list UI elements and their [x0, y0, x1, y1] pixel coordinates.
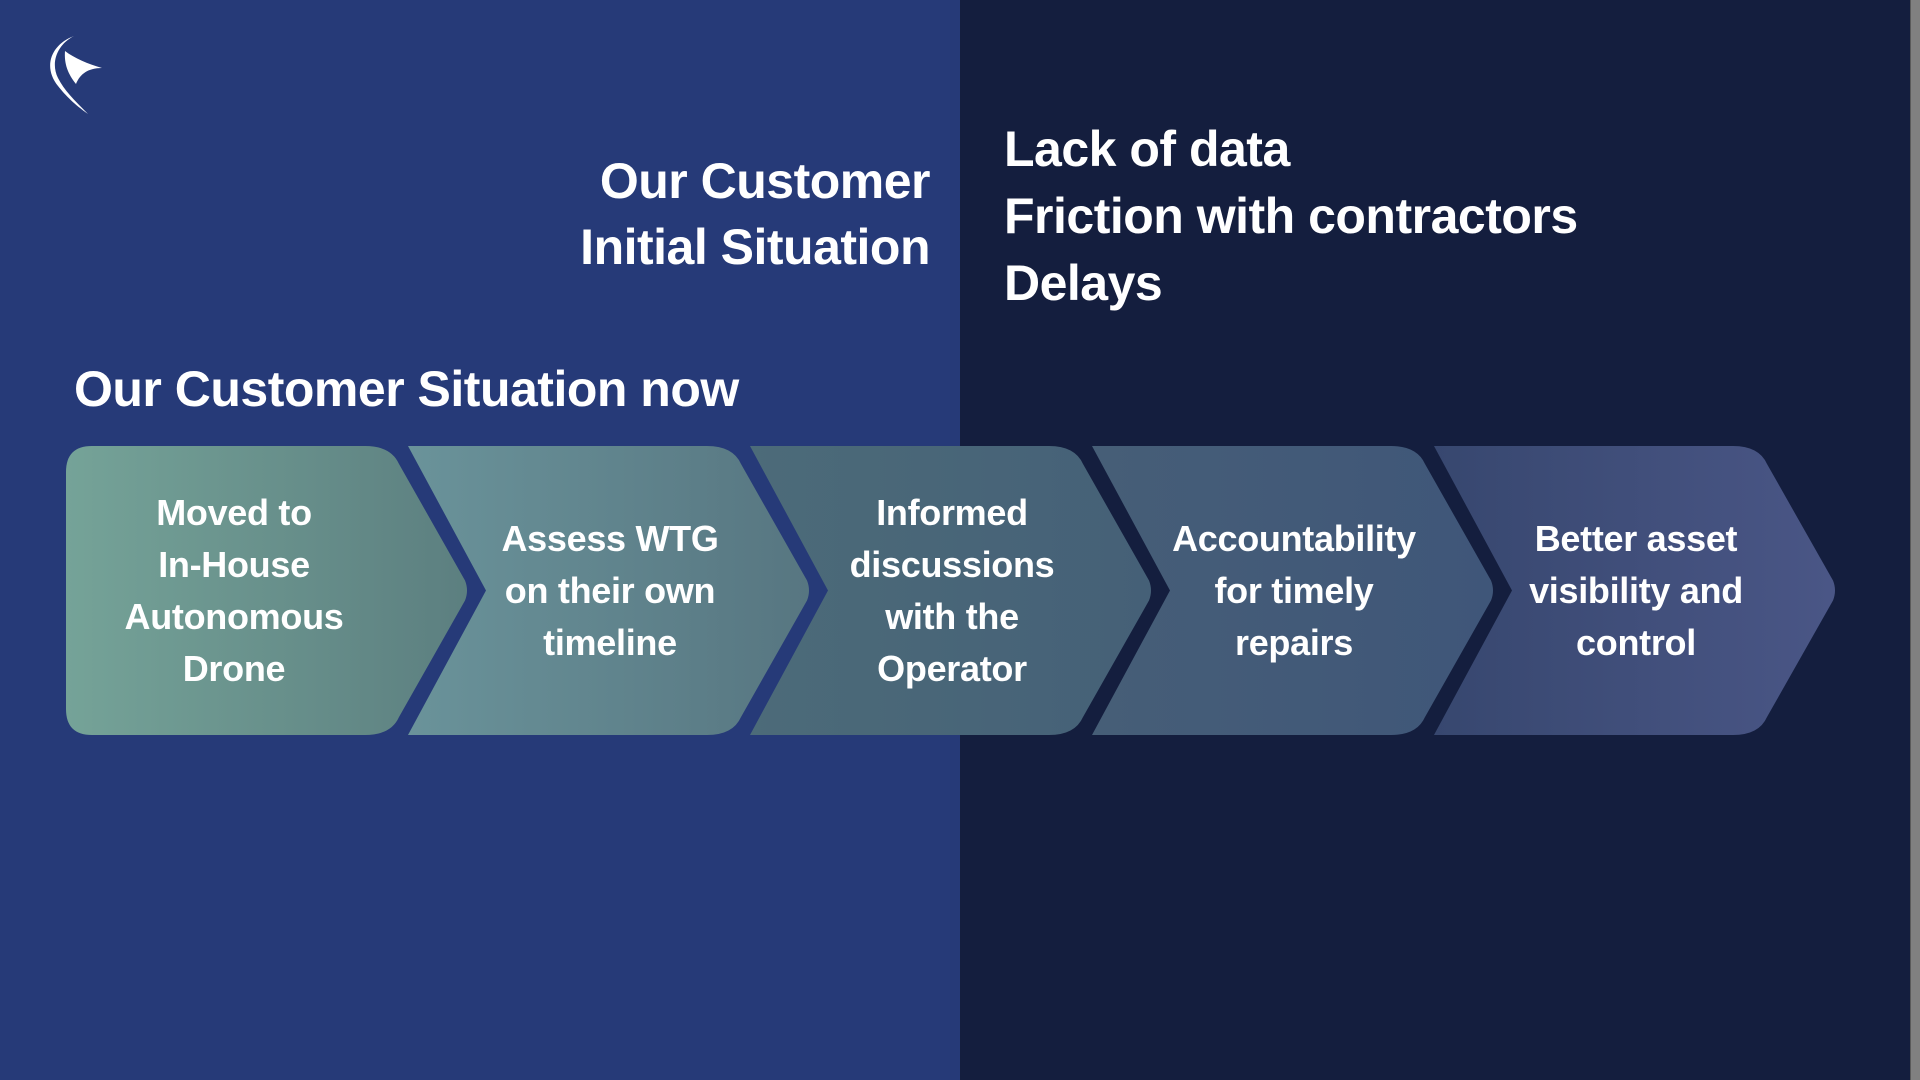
- initial-situation-title-line: Our Customer: [599, 153, 931, 209]
- problem-item: Lack of data: [1004, 121, 1290, 177]
- process-step-label-block: Accountability for timely repairs: [1172, 513, 1416, 669]
- problem-item: Delays: [1004, 255, 1163, 311]
- process-step-label-line: Better asset: [1534, 517, 1738, 559]
- process-step-label-line: Autonomous: [124, 595, 344, 637]
- process-step-label: Accountability for timely repairs: [1134, 446, 1454, 735]
- process-step-chevron: [1434, 446, 1835, 735]
- process-step-chevron: [66, 446, 467, 735]
- process-step-label-line: Assess WTG: [501, 517, 719, 559]
- process-step-label-line: visibility and: [1529, 569, 1743, 611]
- process-step-label-line: Informed: [876, 491, 1028, 533]
- process-step-label: Better asset visibility and control: [1476, 446, 1796, 735]
- process-step-label-line: on their own: [504, 569, 716, 611]
- process-step-label-line: In-House: [158, 543, 310, 585]
- process-step-label-line: Operator: [877, 647, 1027, 689]
- situation-now-title: Our Customer Situation now: [74, 361, 739, 417]
- initial-situation-title-line: Initial Situation: [580, 219, 930, 275]
- process-step-label-line: Moved to: [156, 491, 312, 533]
- process-step-label-line: timeline: [543, 621, 677, 663]
- process-step-label-line: discussions: [849, 543, 1055, 585]
- process-step-chevron: [750, 446, 1151, 735]
- initial-problems-list: Lack of data Friction with contractors D…: [1004, 116, 1578, 317]
- process-step-label: Assess WTG on their own timeline: [450, 446, 770, 735]
- process-step-label-line: repairs: [1235, 621, 1353, 663]
- process-step-chevron: [408, 446, 809, 735]
- process-step-label-block: Better asset visibility and control: [1529, 513, 1743, 669]
- process-step-label-line: for timely: [1214, 569, 1374, 611]
- process-step-label-line: control: [1576, 621, 1696, 663]
- process-step-label-line: Drone: [182, 647, 286, 689]
- process-step-label-block: Assess WTG on their own timeline: [501, 513, 718, 669]
- process-step-label-line: Accountability: [1172, 517, 1416, 559]
- bird-wing-logo-icon: [50, 36, 102, 114]
- initial-situation-title: Our Customer Initial Situation: [580, 148, 930, 280]
- window-edge-scrollbar: [1910, 0, 1920, 1080]
- process-step-label-line: with the: [885, 595, 1019, 637]
- process-step-chevron: [1092, 446, 1493, 735]
- problem-item: Friction with contractors: [1004, 188, 1578, 244]
